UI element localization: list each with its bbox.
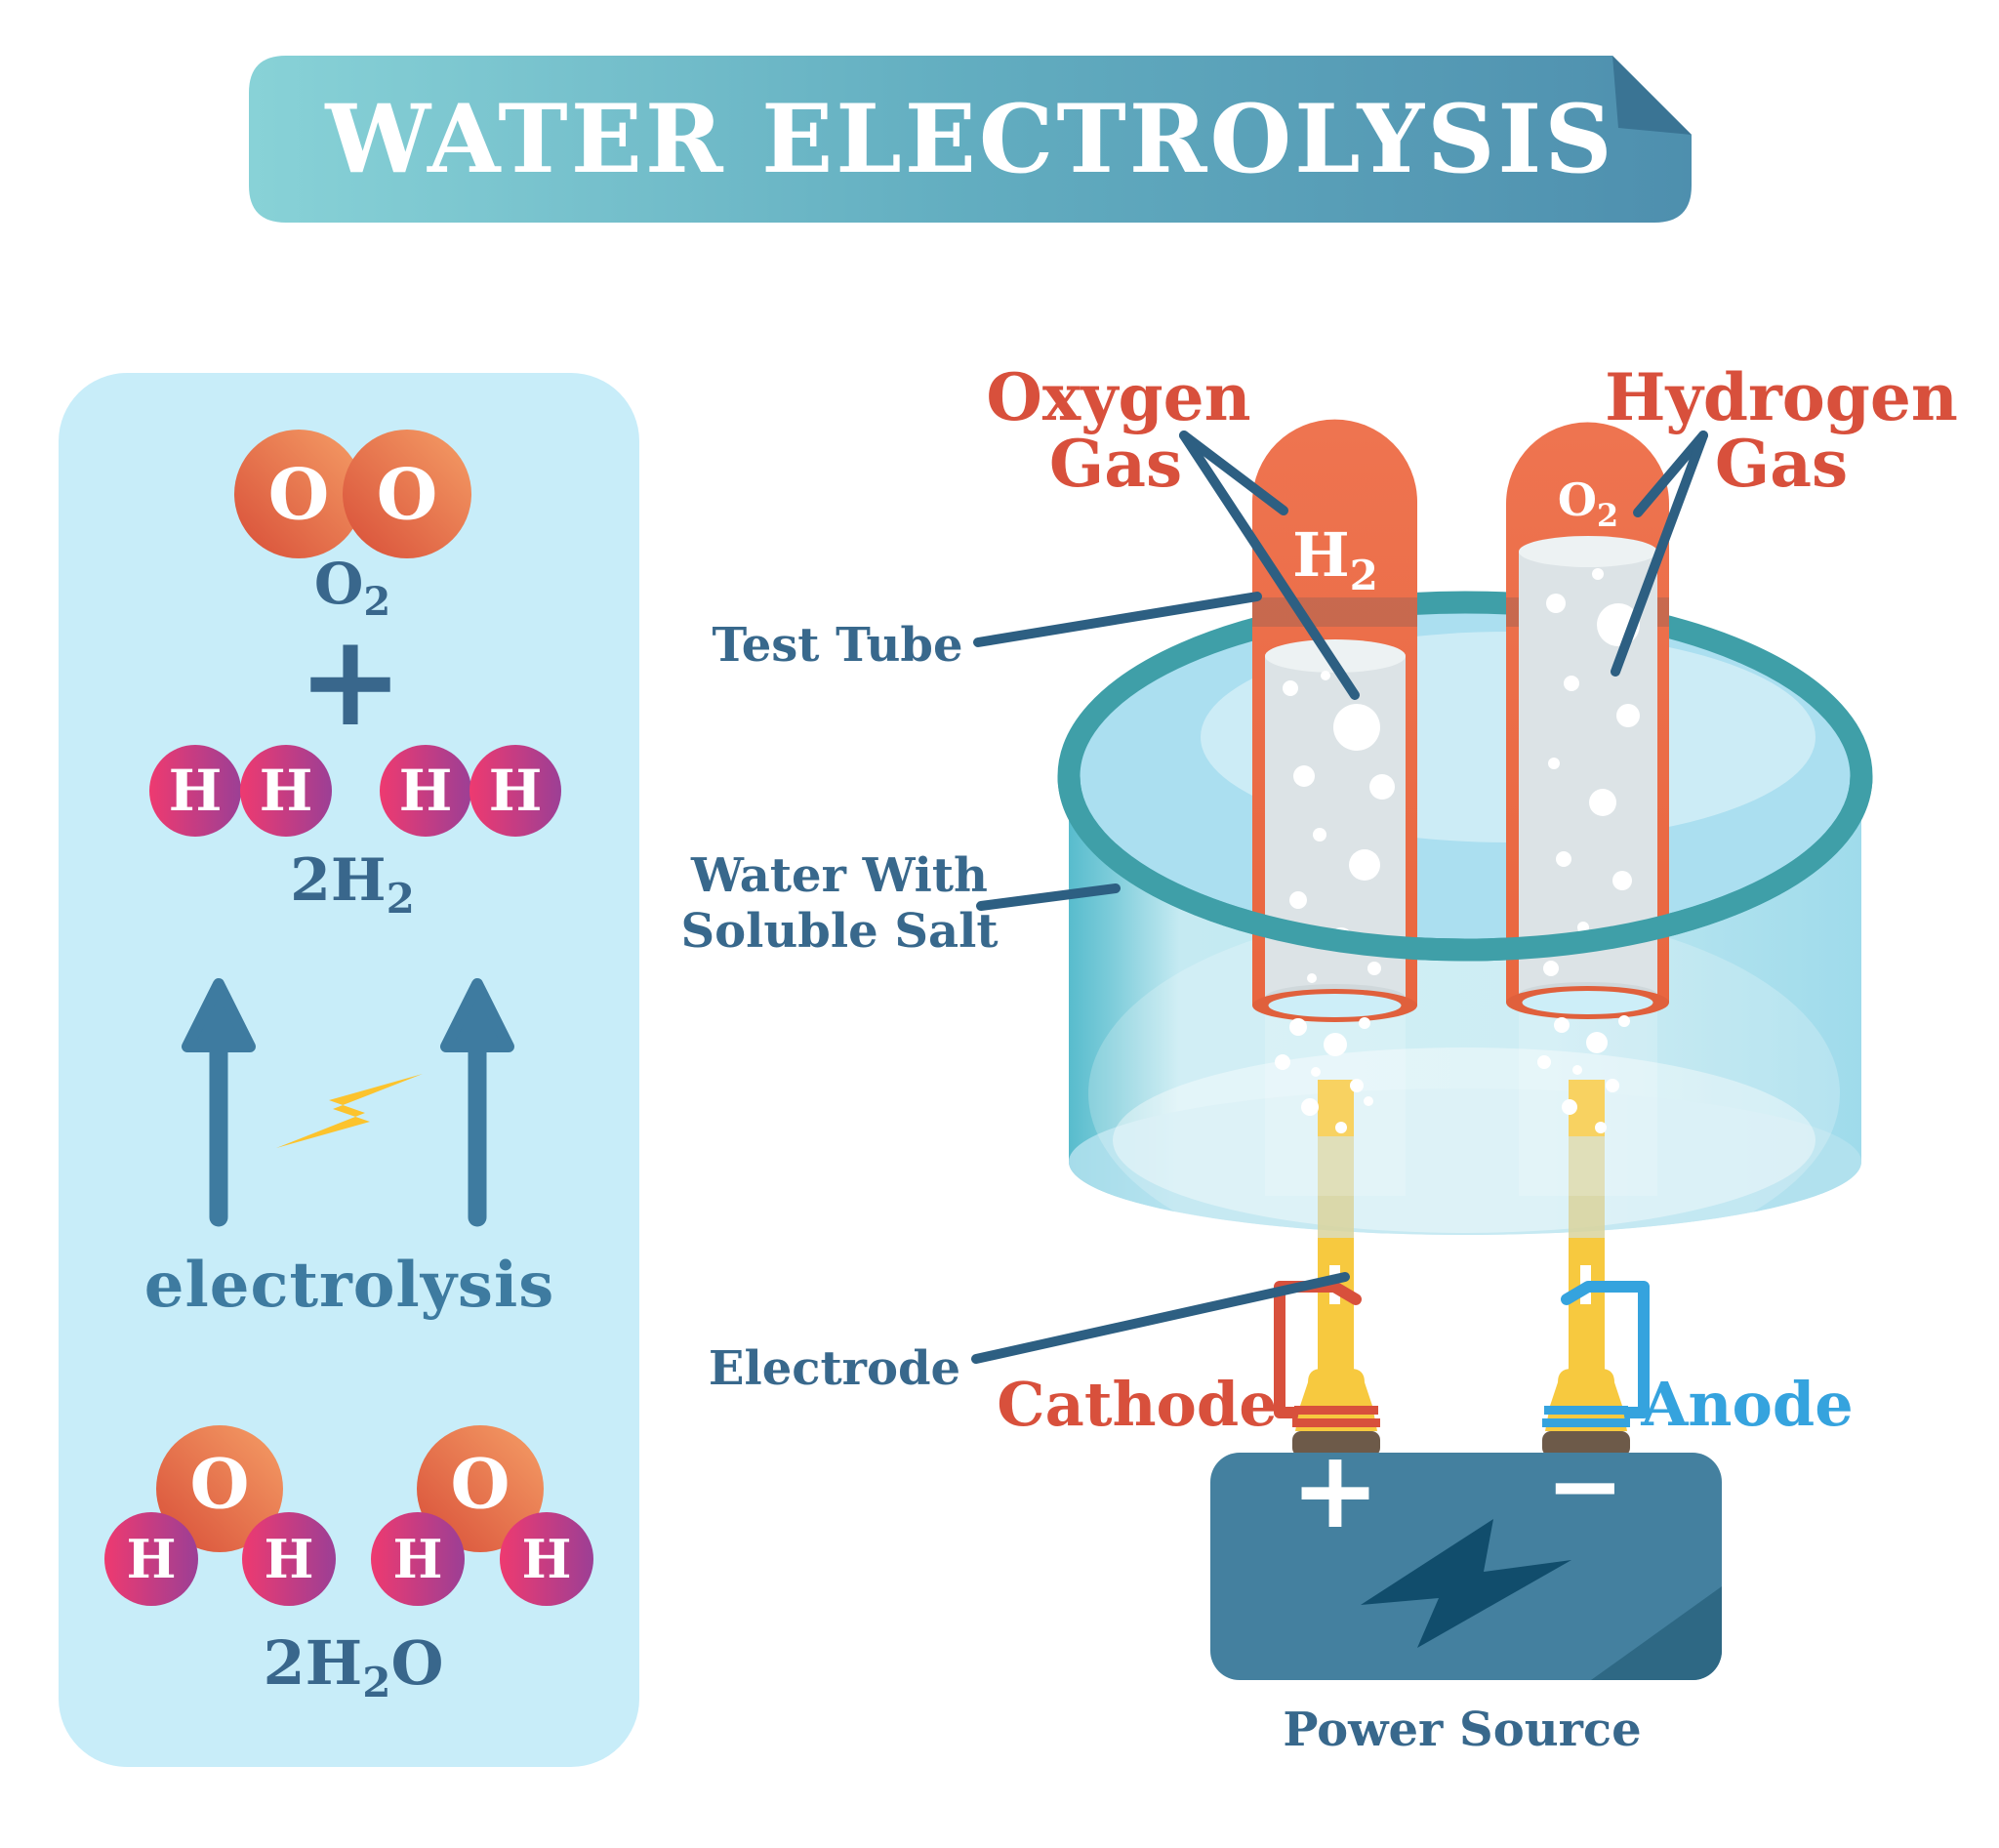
hydrogen-atom (149, 745, 241, 837)
left-electrode (1318, 1080, 1354, 1388)
power-source-label: Power Source (1283, 1703, 1641, 1757)
oxygen-atom (343, 430, 471, 558)
hydrogen-atom (371, 1512, 465, 1606)
oxygen-atom (417, 1425, 544, 1552)
beaker-bottom (1069, 1088, 1861, 1235)
plus-symbol: + (298, 606, 404, 755)
o2-formula: O2 (314, 551, 390, 625)
water-leader (976, 883, 1121, 911)
banner-corner-fold (1612, 56, 1692, 135)
hydrogen-gas-leader (1611, 431, 1708, 677)
battery-bolt-icon (1361, 1519, 1571, 1648)
up-arrow-head (182, 978, 256, 1052)
cathode-label: Cathode (997, 1369, 1277, 1440)
oxygen-atom-letter: O (377, 453, 438, 536)
oxygen-gas-leader (1179, 431, 1360, 700)
hydrogen-atom-letter: H (489, 758, 543, 824)
electrode-label: Electrode (709, 1341, 960, 1396)
reaction-panel: O O O2 + H H H H 2H2 elec (59, 373, 639, 1767)
electrode-bubbles (1275, 1015, 1630, 1133)
up-arrow-head (440, 978, 514, 1052)
rim-seen-through-tube (1252, 597, 1417, 627)
battery-corner-fold (1591, 1586, 1722, 1680)
hydrogen-atom (500, 1512, 593, 1606)
o2-tube-label: O2 (1558, 473, 1618, 534)
right-electrode (1569, 1080, 1605, 1388)
oxygen-gas-label: Gas (1049, 426, 1182, 502)
water-bottom-highlight (1113, 1047, 1815, 1233)
hydrogen-atom (380, 745, 471, 837)
test-tube-leader (973, 592, 1262, 647)
battery-plus: + (1290, 1427, 1380, 1552)
page-title: WATER ELECTROLYSIS (324, 84, 1614, 194)
electrolysis-apparatus: H2 O2 (680, 359, 1957, 1757)
anode-terminal (1542, 1369, 1630, 1457)
h2o-formula: 2H2O (264, 1627, 444, 1706)
test-tube-label: Test Tube (713, 618, 963, 673)
banner-shape (249, 56, 1692, 223)
beaker-rim-front (1057, 775, 1873, 962)
hydrogen-atom-letter: H (260, 758, 313, 824)
lightning-bolt-icon (276, 1074, 423, 1148)
h2-formula: 2H2 (290, 846, 415, 923)
battery-minus: − (1546, 1431, 1624, 1540)
oxygen-atom (156, 1425, 283, 1552)
oxygen-molecule: O O (234, 430, 471, 558)
leader-lines (971, 431, 1708, 1364)
hydrogen-gas-label: Gas (1715, 426, 1848, 502)
hydrogen-gas-leader (1633, 431, 1708, 517)
oxygen-atom-letter: O (268, 453, 330, 536)
left-test-tube: H2 (1252, 419, 1417, 1022)
terminal-base (1292, 1431, 1380, 1457)
hydrogen-molecules: H H H H (149, 745, 561, 837)
water-molecule: O H H (104, 1425, 336, 1606)
cathode-terminal (1292, 1369, 1380, 1457)
electrode-leader (971, 1272, 1350, 1364)
hydrogen-atom-letter: H (126, 1528, 176, 1590)
water-salt-label: Water With (690, 848, 988, 903)
hydrogen-gas-label: Hydrogen (1605, 359, 1958, 435)
oxygen-atom-letter: O (451, 1444, 510, 1525)
terminal-base (1542, 1431, 1630, 1457)
electrolysis-arrows (182, 978, 514, 1227)
hydrogen-atom-letter: H (392, 1528, 442, 1590)
hydrogen-atom-letter: H (169, 758, 223, 824)
hydrogen-atom-letter: H (399, 758, 453, 824)
panel-background (59, 373, 639, 1767)
hydrogen-atom (240, 745, 332, 837)
h2-tube-label: H2 (1292, 519, 1378, 599)
water-salt-label: Soluble Salt (680, 904, 998, 959)
hydrogen-atom-letter: H (264, 1528, 313, 1590)
anode-wire (1561, 1281, 1650, 1418)
hydrogen-atom-letter: H (521, 1528, 571, 1590)
oxygen-atom (234, 430, 363, 558)
title-banner: WATER ELECTROLYSIS (249, 56, 1692, 223)
hydrogen-atom (469, 745, 561, 837)
electrolysis-label: electrolysis (144, 1249, 555, 1322)
oxygen-gas-leader (1179, 431, 1288, 515)
anode-label: Anode (1640, 1369, 1853, 1440)
battery: + − (1210, 1427, 1722, 1680)
water-molecule: O H H (371, 1425, 593, 1606)
oxygen-gas-label: Oxygen (986, 359, 1250, 435)
hydrogen-atom (104, 1512, 198, 1606)
oxygen-atom-letter: O (190, 1444, 250, 1525)
light-shaft (1519, 1003, 1657, 1196)
hydrogen-atom (242, 1512, 336, 1606)
